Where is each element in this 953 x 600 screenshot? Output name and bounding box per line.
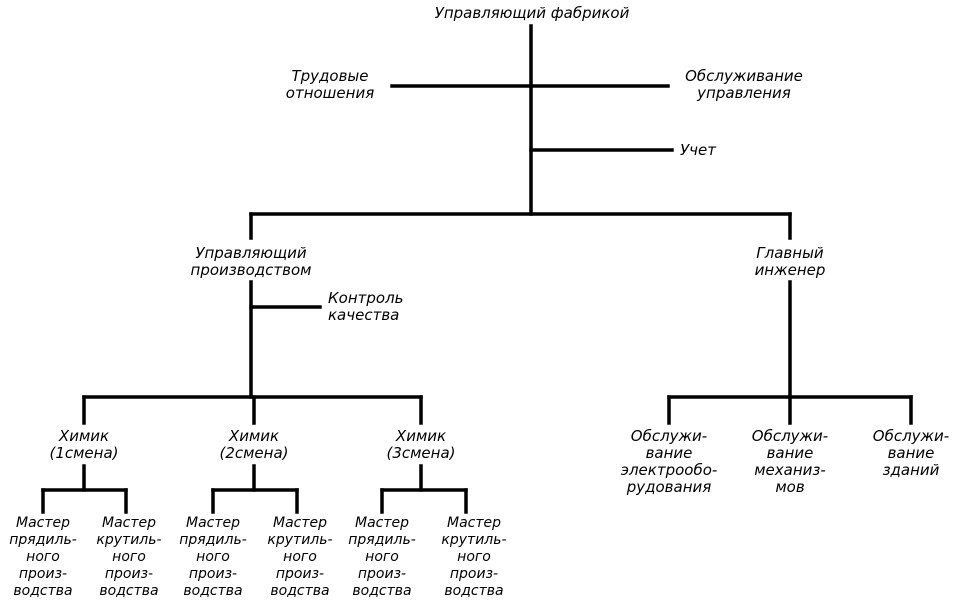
node-spinning-master-2: Мастер прядиль- ного произ- водства	[179, 515, 247, 599]
node-chemist-shift-2: Химик (2смена)	[219, 427, 289, 462]
node-accounting: Учет	[680, 141, 716, 159]
node-electrical-service: Обслужи- вание электрообо- рудования	[620, 427, 718, 496]
node-twisting-master-2: Мастер крутиль- ного произ- водства	[267, 515, 333, 599]
node-spinning-master-3: Мастер прядиль- ного произ- водства	[348, 515, 416, 599]
node-management-service: Обслуживание управления	[685, 67, 803, 102]
node-mechanism-service: Обслужи- вание механиз- мов	[751, 427, 829, 496]
node-twisting-master-1: Мастер крутиль- ного произ- водства	[96, 515, 162, 599]
node-building-service: Обслужи- вание зданий	[872, 427, 950, 479]
node-spinning-master-1: Мастер прядиль- ного произ- водства	[9, 515, 77, 599]
node-chief-engineer: Главный инженер	[754, 244, 826, 279]
node-chemist-shift-1: Химик (1смена)	[49, 427, 119, 462]
node-chemist-shift-3: Химик (3смена)	[386, 427, 456, 462]
node-production-manager: Управляющий производством	[190, 244, 312, 279]
node-twisting-master-3: Мастер крутиль- ного произ- водства	[441, 515, 507, 599]
node-quality-control: Контроль качества	[328, 289, 404, 324]
node-labor-relations: Трудовые отношения	[285, 67, 375, 102]
node-factory-manager: Управляющий фабрикой	[434, 4, 630, 22]
